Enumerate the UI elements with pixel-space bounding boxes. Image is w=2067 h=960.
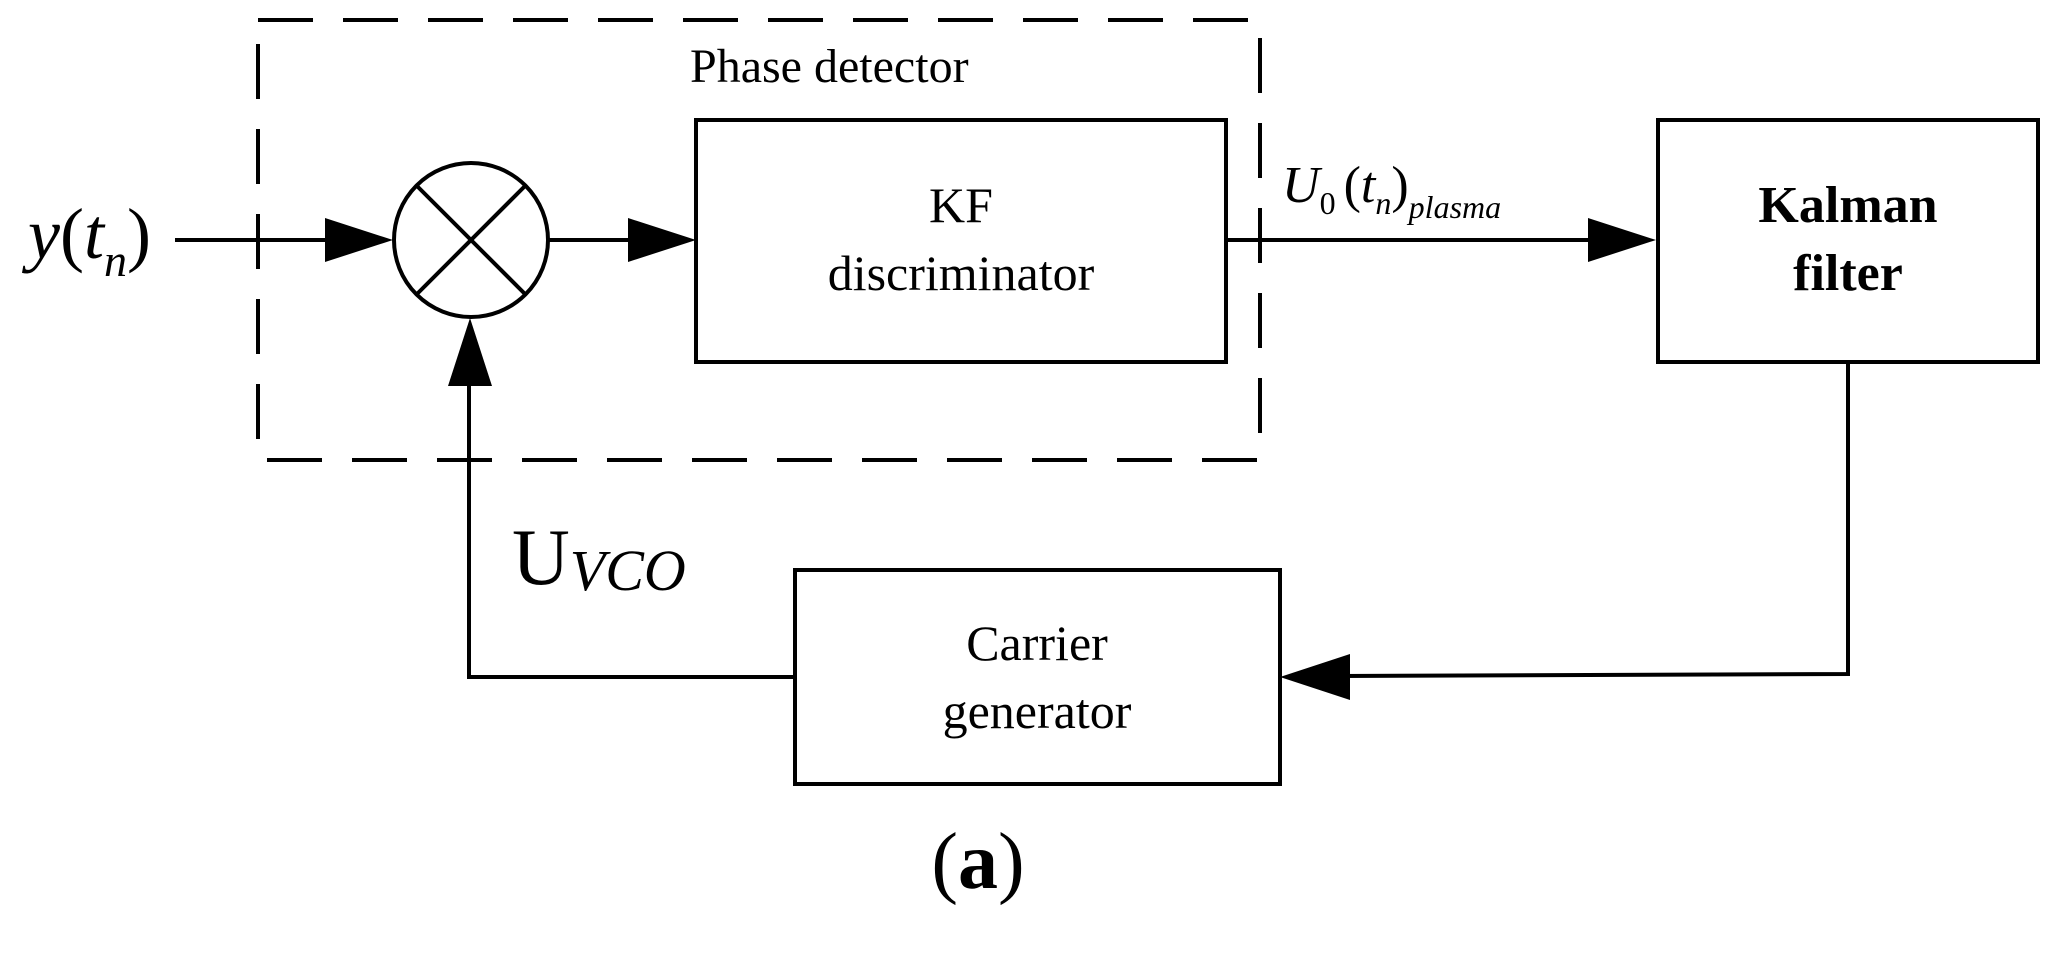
kalman-filter-line1: Kalman xyxy=(1758,177,1937,234)
output-signal-label: U0(tn)plasma xyxy=(1282,157,1501,225)
kalman-arrowhead xyxy=(1588,218,1656,262)
feedback-signal-label: UVCO xyxy=(512,514,686,603)
mixer-feedback-arrowhead xyxy=(448,318,492,386)
carrier-generator-block xyxy=(793,568,1282,786)
carrier-arrowhead xyxy=(1280,654,1350,700)
kalman-filter-block xyxy=(1656,118,2040,364)
carrier-generator-line2: generator xyxy=(943,683,1132,739)
input-arrowhead xyxy=(325,218,393,262)
kalman-to-carrier-line xyxy=(1339,362,1850,678)
carrier-generator-line1: Carrier xyxy=(966,615,1108,671)
input-signal-label: y(tn) xyxy=(21,194,151,286)
discriminator-arrowhead xyxy=(628,218,696,262)
kalman-filter-line2: filter xyxy=(1793,245,1903,302)
kf-discriminator-line1: KF xyxy=(929,177,993,233)
phase-detector-label: Phase detector xyxy=(690,40,969,93)
figure-caption: (a) xyxy=(931,818,1024,906)
carrier-to-mixer-line xyxy=(467,382,795,679)
kf-discriminator-line2: discriminator xyxy=(828,245,1095,301)
kf-discriminator-block xyxy=(694,118,1228,364)
mixer-icon xyxy=(392,161,550,319)
